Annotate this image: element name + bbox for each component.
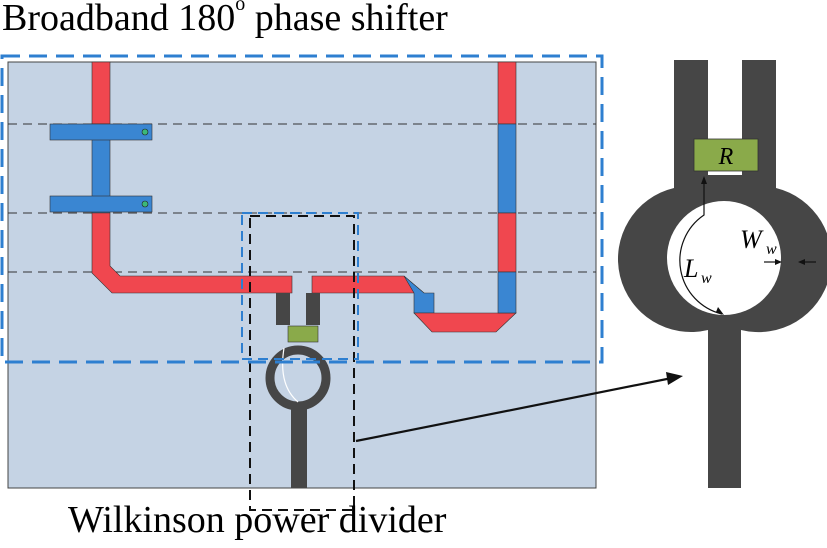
width-label: W — [740, 225, 764, 254]
right-line-red-mid — [497, 212, 517, 273]
length-arrow-small — [282, 347, 299, 403]
upper-stub — [49, 123, 153, 141]
callout-arrowhead — [666, 372, 683, 385]
lower-stub-via — [141, 200, 149, 208]
width-arrowhead-left — [775, 259, 782, 265]
divider-caption: Wilkinson power divider — [68, 499, 447, 541]
wilkinson-small-resistor — [287, 325, 319, 343]
wilkinson-feed — [291, 406, 307, 488]
title-rest: phase shifter — [245, 0, 448, 39]
detail-ring-inner — [667, 201, 781, 315]
length-label: L — [683, 254, 698, 283]
right-line-blue-low — [497, 271, 517, 314]
length-arrow — [679, 178, 723, 315]
callout-arrow — [355, 376, 673, 443]
title-main: Broadband 180 — [2, 0, 236, 39]
length-subscript: w — [701, 270, 712, 287]
phase-shifter-outer-box — [0, 54, 604, 364]
phase-shifter-inner-box — [241, 212, 359, 360]
width-subscript: w — [766, 241, 777, 258]
width-arrowhead-right — [798, 259, 805, 265]
resistor-label: R — [718, 144, 734, 170]
right-line-blue-mid — [497, 123, 517, 214]
wilkinson-small — [265, 293, 331, 488]
left-line-red-bend — [91, 212, 293, 294]
length-arrowhead-bottom — [716, 307, 724, 315]
upper-stub-via — [141, 128, 149, 136]
detail-resistor — [693, 138, 759, 172]
right-line-red-top — [497, 61, 517, 125]
diagram-title: Broadband 180o phase shifter — [2, 0, 622, 40]
degree-mark: o — [235, 0, 246, 16]
lower-stub — [49, 195, 153, 213]
wilkinson-arm-right — [306, 293, 320, 325]
length-arrowhead-top — [701, 176, 707, 184]
left-line-red-top — [91, 61, 111, 125]
wilkinson-arm-left — [276, 293, 290, 325]
wilkinson-detail: R L w W w — [617, 60, 827, 488]
